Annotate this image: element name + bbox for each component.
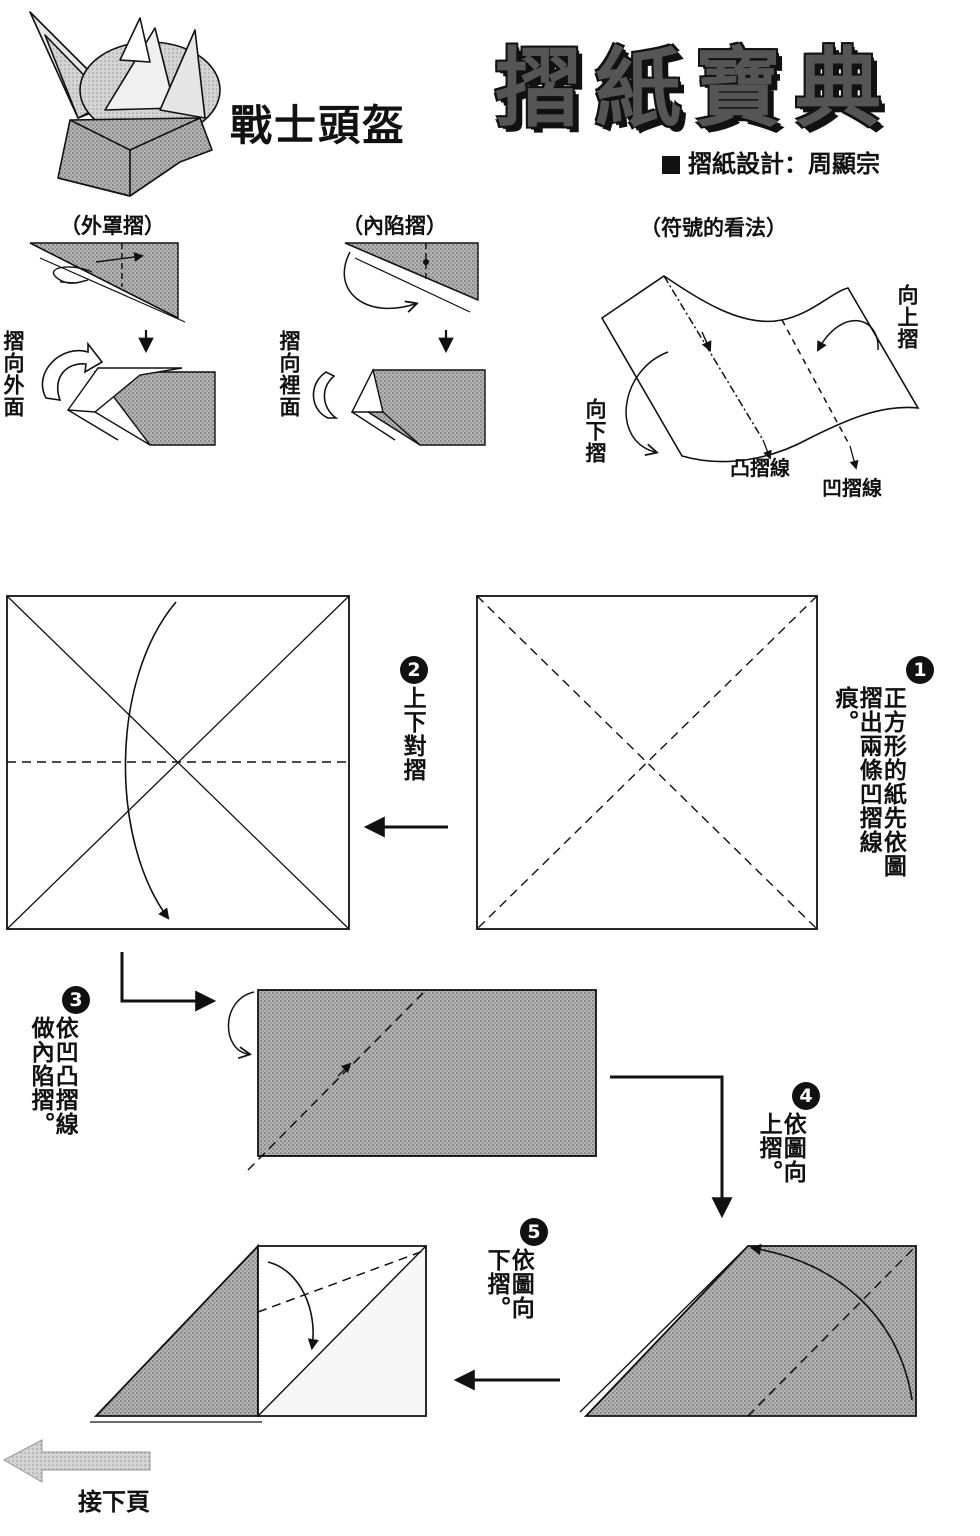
mountain-line-label: 凸摺線 [730,456,790,480]
arrow-right-icon [120,952,217,1012]
fold-up-label: 向上摺 [895,284,920,350]
step-2-text: 上下對摺 [399,686,426,782]
fold-outward-arrow-icon [41,341,104,401]
step-3-number: 3 [62,986,90,1014]
step-1-number: 1 [906,656,934,684]
step-4-text: 依圖向上摺。 [755,1112,806,1184]
step-2-number: 2 [400,656,428,684]
inside-reverse-title: （內陷摺） [342,214,447,238]
fold-inward-arrow-icon [312,371,339,419]
step-3-rectangle [227,989,597,1171]
model-title: 戰士頭盔 [230,101,407,150]
bullet-square-icon [662,156,680,174]
designer-credit: 摺紙設計：周顯宗 [662,144,880,179]
fold-down-label: 向下摺 [583,398,608,464]
valley-line-label: 凹摺線 [822,476,882,500]
symbols-title: （符號的看法） [640,216,787,240]
symbol-legend-diagram [600,275,920,470]
arrow-down-icon [610,1075,733,1219]
inside-reverse-caption: 摺向裡面 [277,330,302,418]
inside-reverse-fold-diagram [343,242,486,446]
outside-reverse-fold-diagram [29,242,216,446]
next-page-arrow-icon[interactable] [2,1439,151,1483]
step-5-shape [90,1243,427,1423]
outside-reverse-caption: 摺向外面 [1,330,26,418]
helmet-illustration [29,11,221,197]
step-1-text: 正方形的紙先依圖摺出兩條凹摺線痕。 [831,686,906,878]
step-4-number: 4 [792,1082,820,1110]
step-1-square [476,595,818,930]
step-2-square [6,595,350,930]
step-4-shape [579,1243,917,1417]
step-3-text: 依凹凸摺線做內陷摺。 [27,1016,78,1136]
step-5-text: 依圖向下摺。 [483,1248,534,1320]
next-page-link[interactable]: 接下頁 [78,1488,150,1516]
outside-reverse-title: （外罩摺） [60,214,165,238]
step-5-number: 5 [520,1218,548,1246]
brand-title: 摺紙寶典 [495,39,895,139]
